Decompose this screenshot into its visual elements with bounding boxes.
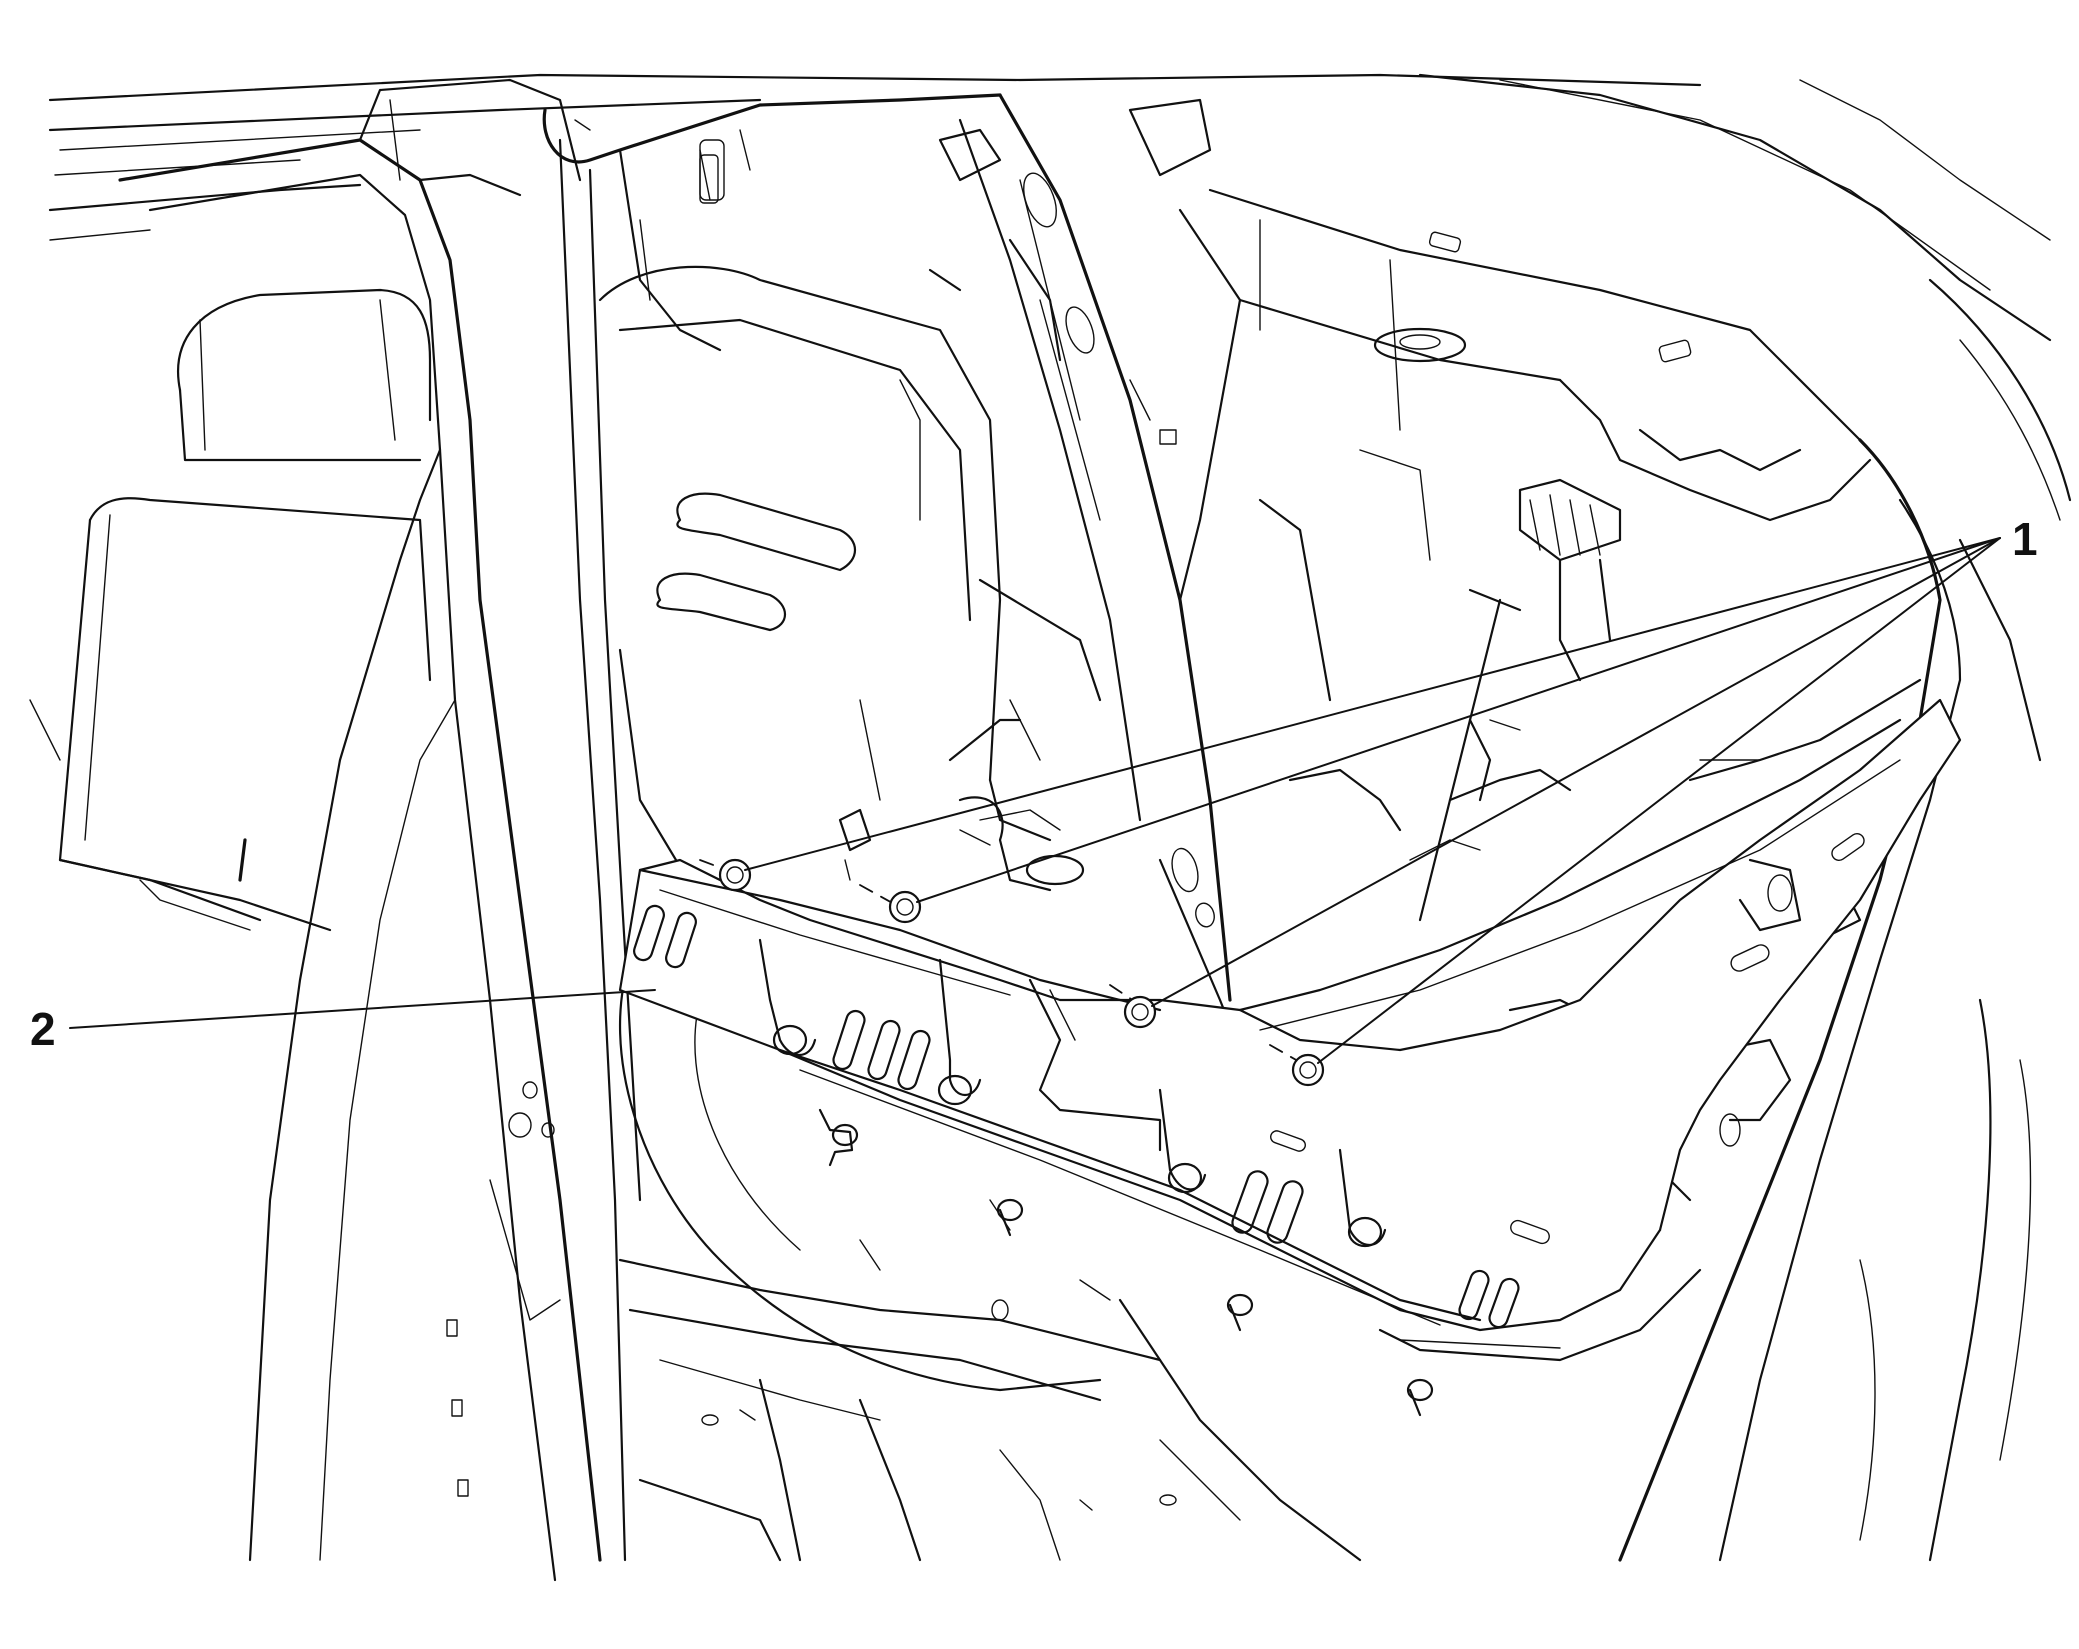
left-pillar — [118, 78, 602, 1582]
trunk-floor — [618, 958, 1362, 1562]
callout-2-label: 2 — [30, 1003, 56, 1055]
leader-1-to-fastener-1a — [744, 537, 2001, 871]
center-door-frame — [542, 93, 1002, 1562]
fastener-1d — [1269, 1044, 1325, 1087]
rear-seat-headrest — [29, 288, 432, 932]
leader-2-to-bracket — [69, 989, 656, 1029]
bracket-slots — [633, 832, 1865, 1329]
bracket-fasteners — [699, 858, 1325, 1087]
roof-structure — [48, 73, 2052, 342]
left-wheelhouse — [598, 139, 1102, 932]
leader-lines — [69, 537, 2001, 1064]
diagonal-brace — [938, 93, 1242, 1052]
leader-1-to-fastener-1c — [1151, 537, 2001, 1007]
leader-1-to-fastener-1d — [1317, 537, 2001, 1064]
rear-panel-bracket — [618, 678, 1962, 1417]
leader-1-to-fastener-1b — [916, 537, 2001, 903]
fastener-1a — [699, 858, 752, 892]
fastener-1b — [859, 884, 922, 924]
rear-shelf — [1208, 188, 1872, 702]
fastener-1c — [1109, 984, 1157, 1029]
callout-1-label: 1 — [2012, 513, 2038, 565]
